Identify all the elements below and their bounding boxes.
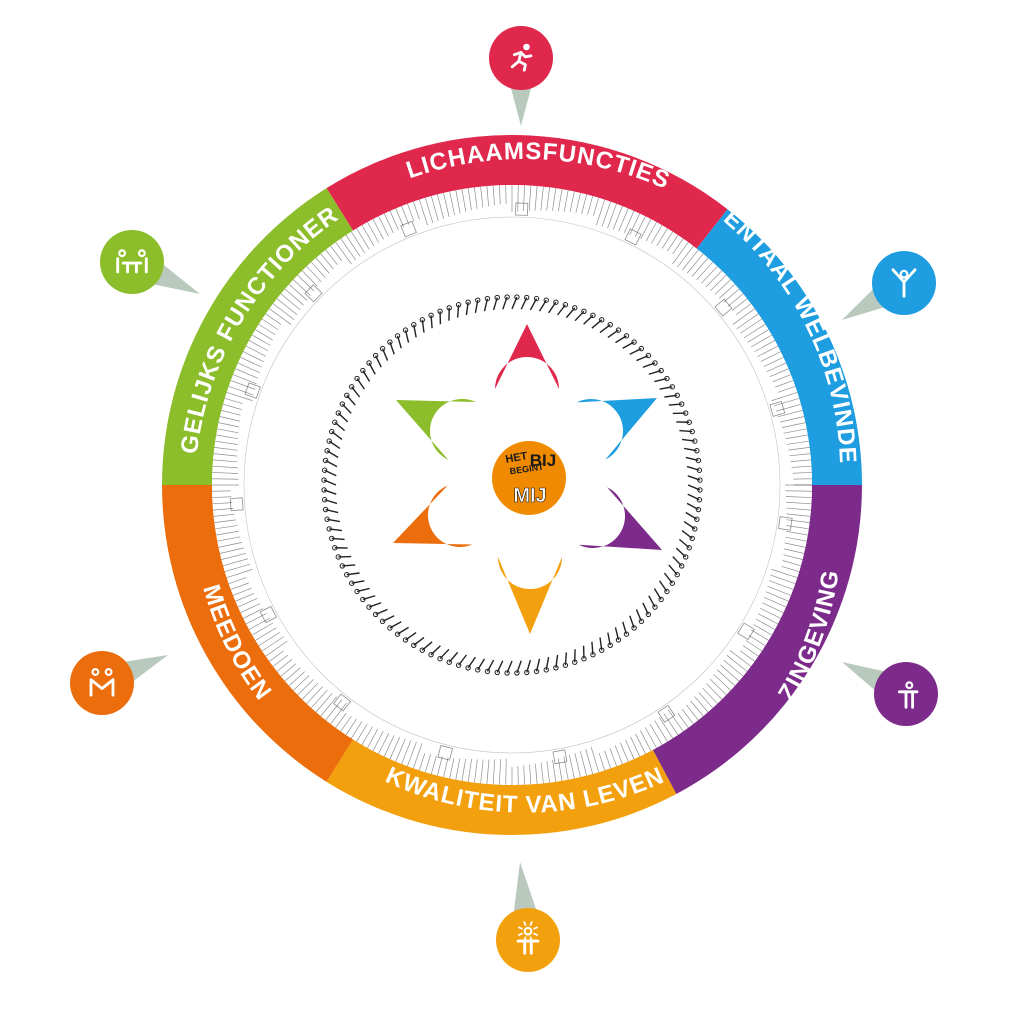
pin-kwaliteit bbox=[496, 862, 560, 972]
center-logo-bij: BIJ bbox=[530, 451, 556, 470]
center-logo-mij: MIJ bbox=[513, 485, 546, 507]
center-logo: HET BEGINT BIJ MIJ bbox=[492, 441, 566, 515]
pin-lichaamsfuncties bbox=[489, 26, 553, 126]
pin-dagelijks bbox=[100, 230, 200, 294]
pin-zingeving bbox=[842, 662, 938, 726]
pin-mentaal bbox=[842, 251, 936, 320]
pin-meedoen bbox=[70, 651, 168, 715]
